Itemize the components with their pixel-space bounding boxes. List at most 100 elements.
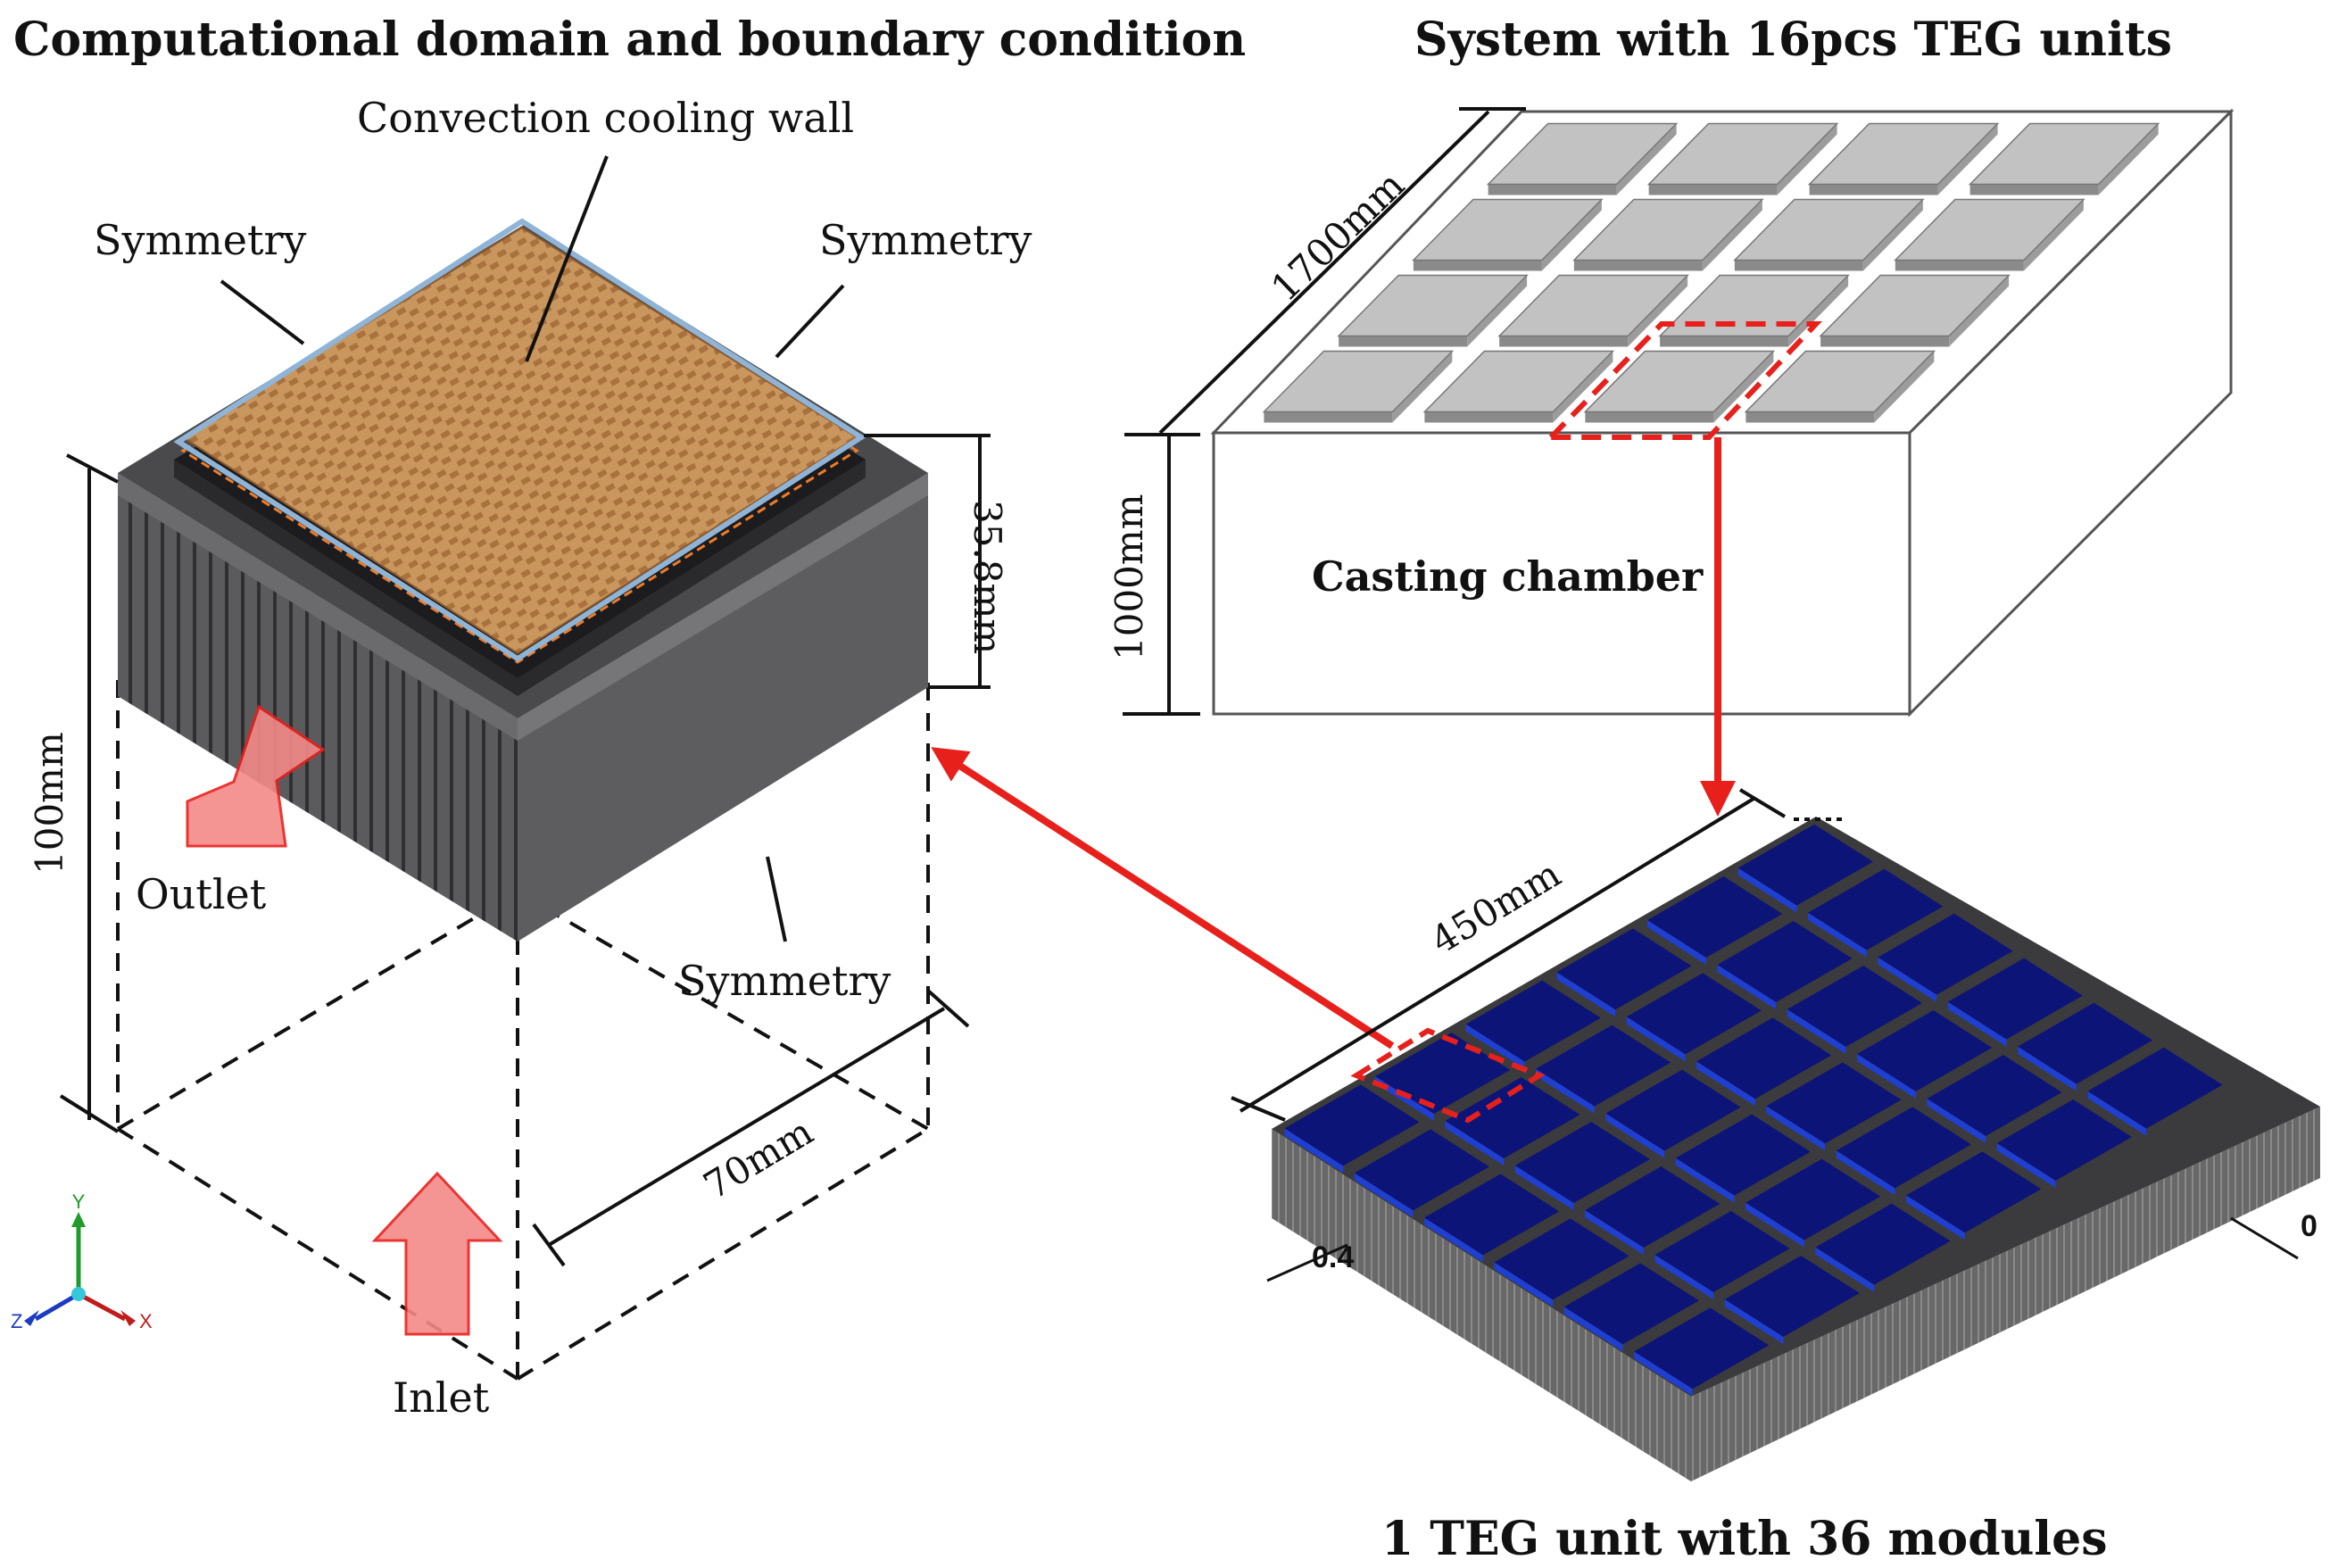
symmetry-label-right: Symmetry [819,216,1032,264]
teg-unit-edge [1969,184,2099,195]
teg-unit-edge [2098,123,2159,195]
teg-unit-edge [1937,123,1998,195]
teg-module-edge [1696,1061,1755,1107]
teg-unit-edge [1949,275,2010,347]
leader-lines [220,155,845,942]
teg-module [1563,1263,1699,1345]
teg-module-edge [1947,1001,2007,1047]
dim-35-8mm-label: 35.8mm [966,500,1009,654]
heat-sink-model [116,218,930,1381]
teg-module [1745,1158,1881,1240]
teg-unit-edge [1713,351,1774,423]
teg-module-edge [1465,1024,1525,1069]
teg-unit [1583,350,1776,413]
teg-module [1947,958,2083,1040]
teg-module-edge [1836,1150,1895,1196]
teg-unit-edge [1616,123,1677,195]
selected-module-highlight [1350,1027,1546,1124]
teg-unit-edge [2023,199,2084,271]
teg-module-edge [1536,1068,1595,1114]
teg-unit [1658,274,1850,337]
teg-module [1626,973,1762,1055]
teg-unit-edge [1467,275,1528,347]
teg-unit [1497,274,1689,337]
teg-unit-edge [1745,411,1875,423]
teg-unit [1422,350,1615,413]
convection-plate [173,218,866,662]
teg-module-edge [1745,1202,1804,1248]
teg-module-edge [1857,1054,1916,1099]
teg-module [1647,876,1783,958]
teg-module-edge [1514,1166,1574,1210]
dim-100mm-label: 100mm [28,732,71,875]
teg-unit [1646,122,1839,186]
teg-module [1927,1055,2062,1136]
teg-module-edge [2018,1046,2077,1091]
teg-unit-edge [1424,411,1554,423]
teg-module [1654,1211,1790,1292]
dim-line-100mm [59,453,120,1133]
teg-module [1284,1084,1420,1166]
teg-module-edge [1354,1173,1414,1218]
teg-module-edge [1906,1195,1965,1240]
teg-axis-tick-right: 0 [2301,1209,2318,1243]
domain-dashed-outline [116,680,930,1381]
teg-module [1354,1129,1489,1211]
teg-unit [1412,198,1604,261]
teg-module-edge [1766,1106,1826,1151]
teg-module [1445,1077,1580,1158]
teg-module-edge [1605,1113,1665,1158]
teg-unit-edge [1264,411,1393,423]
teg-module [1585,1166,1721,1248]
teg-module [1906,1151,2042,1233]
teg-unit [1733,198,1925,261]
teg-unit [1572,198,1764,261]
teg-module-edge [1927,1099,1986,1143]
teg-unit-edge [1488,184,1617,195]
teg-module [1787,966,1922,1047]
inlet-label: Inlet [393,1373,490,1422]
teg-module [1675,1114,1811,1196]
teg-unit-edge [1702,199,1762,271]
teg-module-edge [1815,1247,1875,1292]
teg-unit-edge [1648,184,1778,195]
teg-unit [1968,122,2160,186]
teg-module [1815,1203,1951,1285]
teg-unit-edge [1862,199,1923,271]
teg-module-edge [1647,920,1706,965]
teg-unit-edge [1660,336,1789,347]
teg-unit-edge [1585,411,1714,423]
teg-module [1465,980,1601,1062]
teg-module-edge [1626,1016,1686,1062]
teg-module-edge [1634,1351,1693,1397]
teg-unit-edge [1499,336,1629,347]
teg-module-edge [1996,1143,2056,1188]
teg-unit [1337,274,1529,337]
teg-module [1556,928,1692,1010]
teg-module-edge [1424,1217,1483,1263]
teg-unit-edge [1573,260,1703,271]
teg-unit-edge [1895,260,2024,271]
symmetry-label-bottom: Symmetry [678,957,891,1005]
teg-unit [1486,122,1679,186]
teg-module-edge [1675,1157,1735,1203]
teg-module [1808,868,1944,950]
teg-unit [1819,274,2011,337]
left-panel-title: Computational domain and boundary condit… [13,12,1246,67]
teg-module [1878,913,2013,995]
teg-module-edge [1654,1255,1714,1299]
teg-unit-title: 1 TEG unit with 36 modules [1381,1512,2108,1566]
teg-module-edge [1585,1210,1644,1255]
teg-unit-edge [1777,123,1837,195]
teg-module-edge [1787,1009,1846,1054]
axis-triad: Y X Z [11,1191,153,1332]
teg-module-edge [1494,1262,1554,1307]
teg-unit-edge [1339,336,1468,347]
teg-unit-edge [1809,184,1938,195]
teg-module-edge [1284,1128,1344,1174]
teg-module-edge [1717,965,1777,1009]
teg-unit-edge [1553,351,1613,423]
teg-module-edge [1445,1121,1505,1166]
teg-unit-edge [1788,275,1849,347]
